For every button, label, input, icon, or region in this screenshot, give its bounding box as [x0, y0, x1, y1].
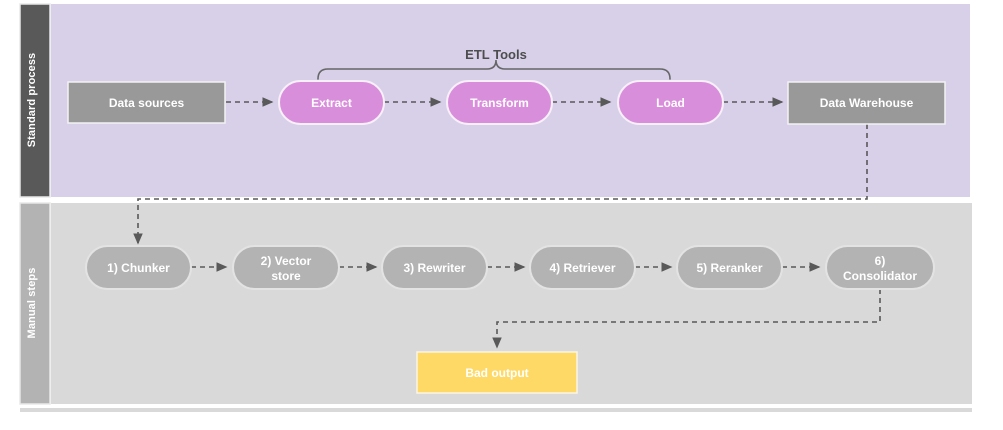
lane-label-manual-steps: Manual steps — [26, 268, 38, 339]
etl-tools-label: ETL Tools — [465, 47, 527, 62]
node-rewriter[interactable]: 3) Rewriter — [381, 245, 488, 290]
data-sources-label: Data sources — [109, 96, 185, 110]
arrow-warehouse-to-chunker — [133, 124, 868, 245]
lane-header-manual-steps — [19, 202, 51, 405]
transform-label: Transform — [470, 96, 529, 110]
rewriter-pill[interactable] — [381, 245, 488, 290]
extract-label: Extract — [311, 96, 352, 110]
retriever-label: 4) Retriever — [549, 261, 615, 275]
bad-output-box[interactable] — [416, 351, 578, 394]
etl-tools-brace — [317, 59, 671, 80]
chunker-label: 1) Chunker — [107, 261, 170, 275]
data-warehouse-box[interactable] — [787, 81, 946, 125]
node-chunker[interactable]: 1) Chunker — [85, 245, 192, 290]
transform-pill[interactable] — [446, 80, 553, 125]
consolidator-pill[interactable] — [825, 245, 935, 290]
warehouse-to-chunker-path — [133, 124, 868, 245]
load-label: Load — [656, 96, 685, 110]
reranker-pill[interactable] — [676, 245, 783, 290]
data-sources-box[interactable] — [67, 81, 226, 124]
extract-pill[interactable] — [278, 80, 385, 125]
rewriter-label: 3) Rewriter — [403, 261, 465, 275]
data-warehouse-label: Data Warehouse — [820, 96, 914, 110]
node-data-sources[interactable]: Data sources — [67, 81, 226, 124]
node-retriever[interactable]: 4) Retriever — [529, 245, 636, 290]
node-data-warehouse[interactable]: Data Warehouse — [787, 81, 946, 125]
node-load[interactable]: Load — [617, 80, 724, 125]
load-pill[interactable] — [617, 80, 724, 125]
node-bad-output[interactable]: Bad output — [416, 351, 578, 394]
reranker-label: 5) Reranker — [696, 261, 762, 275]
consolidator-label-line2: Consolidator — [843, 269, 917, 283]
consolidator-label-line1: 6) — [875, 254, 886, 268]
bad-output-label: Bad output — [465, 366, 528, 380]
lane-header-standard-process — [19, 3, 51, 198]
node-extract[interactable]: Extract — [278, 80, 385, 125]
lane-bottom-divider — [20, 408, 972, 412]
node-transform[interactable]: Transform — [446, 80, 553, 125]
vector-store-label-line2: store — [271, 269, 301, 283]
lane-label-standard-process: Standard process — [26, 53, 38, 148]
node-vector-store[interactable]: 2) Vector store — [232, 245, 340, 290]
lane-manual-steps: Manual steps — [19, 202, 972, 412]
node-consolidator[interactable]: 6) Consolidator — [825, 245, 935, 290]
vector-store-label-line1: 2) Vector — [261, 254, 312, 268]
vector-store-pill[interactable] — [232, 245, 340, 290]
node-reranker[interactable]: 5) Reranker — [676, 245, 783, 290]
retriever-pill[interactable] — [529, 245, 636, 290]
etl-tools-annotation: ETL Tools — [317, 47, 671, 80]
chunker-pill[interactable] — [85, 245, 192, 290]
